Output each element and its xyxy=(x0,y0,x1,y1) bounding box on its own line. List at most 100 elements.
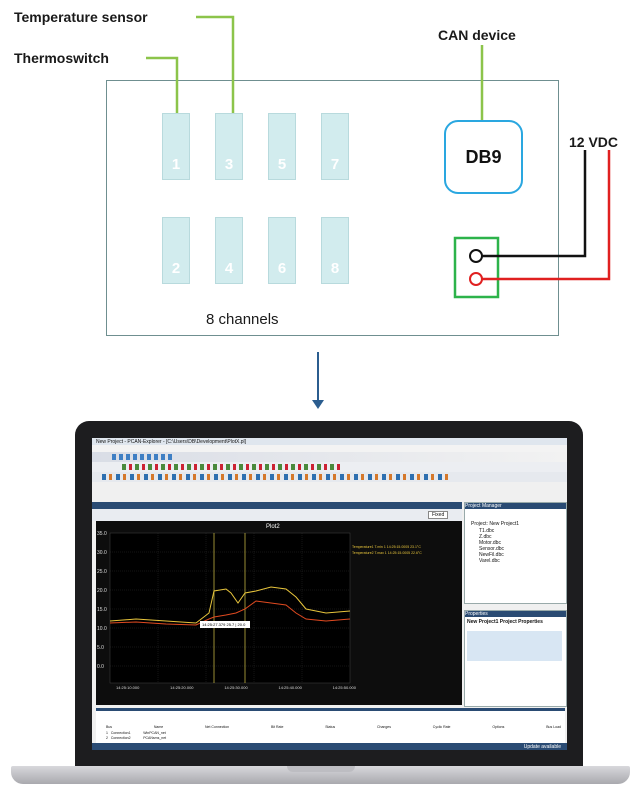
row-bus: 2 xyxy=(106,736,108,740)
channel-label: 8 xyxy=(330,260,340,277)
channel-label: 5 xyxy=(277,156,287,173)
project-root[interactable]: Project: New Project1 xyxy=(471,521,520,527)
x-tick-label: 14:25:40.000 xyxy=(278,685,302,690)
legend-entry-1: Temperature1 T.min 1 14:25:15.0005 23.1°… xyxy=(352,545,421,549)
plot-panel: Plot2 35.0 30.0 25.0 20.0 15.0 10.0 5.0 0.0 14:… xyxy=(96,521,462,705)
project-manager-panel: Project Manager Project: New Project1 T1… xyxy=(464,502,567,604)
channel-label: 6 xyxy=(277,260,287,277)
col-bus: Bus xyxy=(106,725,113,729)
cursor-readout: 14:25:27.379 25.7 | 20.0 xyxy=(202,622,246,627)
channel-label: 3 xyxy=(224,156,234,173)
channel-label: 2 xyxy=(171,260,181,277)
project-item[interactable]: Sensor.dbc xyxy=(479,546,505,552)
project-manager-header: Project Manager xyxy=(465,503,566,509)
row-net: PCANsms_net xyxy=(143,736,167,740)
channel-label: 7 xyxy=(330,156,340,173)
laptop-base xyxy=(11,766,630,784)
x-axis-labels: 14:25:10.000 14:25:20.000 14:25:30.000 1… xyxy=(116,685,356,690)
col-options: Options xyxy=(492,725,505,729)
row-bus: 1 xyxy=(106,731,108,735)
channel-6: 6 xyxy=(268,217,296,284)
connection-row-2[interactable]: 2 Connection2 PCANsms_net xyxy=(106,736,166,740)
series-temperature-2 xyxy=(109,600,351,626)
connections-panel: Bus Name Net Connection Bit Rate Status … xyxy=(96,708,565,743)
y-tick-label: 20.0 xyxy=(97,588,107,594)
col-name: Name xyxy=(153,725,164,729)
row-name: Connection1 xyxy=(110,731,131,735)
wire-black xyxy=(482,150,587,258)
channel-2: 2 xyxy=(162,217,190,284)
channel-label: 1 xyxy=(171,156,181,173)
y-tick-label: 35.0 xyxy=(97,531,107,537)
x-tick-label: 14:25:30.000 xyxy=(224,685,248,690)
channel-1: 1 xyxy=(162,113,190,180)
menu-bar[interactable] xyxy=(92,445,567,452)
project-item[interactable]: Z.dbc xyxy=(479,534,492,540)
row-name: Connection2 xyxy=(110,736,131,740)
series-temperature-1 xyxy=(109,586,351,624)
x-tick-label: 14:25:10.000 xyxy=(116,685,140,690)
channel-8: 8 xyxy=(321,217,349,284)
properties-header: Properties xyxy=(465,611,566,617)
toolbar-icons-3[interactable] xyxy=(102,474,452,480)
vdc-label: 12 VDC xyxy=(569,134,619,150)
plot-toolbar[interactable] xyxy=(92,509,462,521)
properties-panel: Properties New Project1 Project Properti… xyxy=(464,610,567,707)
channel-7: 7 xyxy=(321,113,349,180)
connections-header: Bus Name Net Connection Bit Rate Status … xyxy=(106,725,561,729)
channel-3: 3 xyxy=(215,113,243,180)
plot-canvas: 35.0 30.0 25.0 20.0 15.0 10.0 5.0 0.0 xyxy=(97,531,351,684)
col-bitrate: Bit Rate xyxy=(270,725,284,729)
laptop-screen: New Project - PCAN-Explorer - [C:\Users\… xyxy=(92,438,567,750)
y-tick-label: 5.0 xyxy=(97,645,104,651)
temperature-sensor-label: Temperature sensor xyxy=(14,9,148,25)
toolbar-icons[interactable] xyxy=(112,454,172,460)
project-item[interactable]: Varel.dbc xyxy=(479,558,500,564)
properties-row[interactable]: New Project1 Project Properties xyxy=(467,619,543,625)
terminal-positive xyxy=(469,272,483,286)
down-arrow-head xyxy=(312,400,324,409)
project-item[interactable]: Motor.dbc xyxy=(479,540,501,546)
power-terminal-block xyxy=(453,236,500,299)
project-item[interactable]: T1.dbc xyxy=(479,528,495,534)
y-tick-label: 30.0 xyxy=(97,550,107,556)
status-text[interactable]: Update available xyxy=(523,744,561,750)
y-axis-labels: 35.0 30.0 25.0 20.0 15.0 10.0 5.0 0.0 xyxy=(97,531,107,670)
temperature-sensor-lead xyxy=(196,15,235,113)
x-tick-label: 14:25:50.000 xyxy=(332,685,356,690)
y-tick-label: 25.0 xyxy=(97,569,107,575)
thermoswitch-lead xyxy=(146,56,179,113)
plot-title: Plot2 xyxy=(266,524,280,530)
document-tabs[interactable] xyxy=(92,502,462,509)
col-busload: Bus Load xyxy=(546,725,561,729)
channel-5: 5 xyxy=(268,113,296,180)
channels-label: 8 channels xyxy=(206,311,279,328)
thermoswitch-label: Thermoswitch xyxy=(14,50,109,66)
scale-dropdown[interactable]: Fixed xyxy=(428,511,449,519)
row-net: WinPCAN_net xyxy=(143,731,166,735)
can-device-label: CAN device xyxy=(438,27,516,43)
window-title: New Project - PCAN-Explorer - [C:\Users\… xyxy=(96,439,247,445)
channel-label: 4 xyxy=(224,260,234,277)
laptop-notch xyxy=(287,766,355,772)
toolbar-1[interactable] xyxy=(92,452,567,462)
status-bar: Update available xyxy=(92,743,567,750)
window-title-bar: New Project - PCAN-Explorer - [C:\Users\… xyxy=(92,438,567,445)
db9-connector: DB9 xyxy=(444,120,523,194)
col-net: Net Connection xyxy=(205,725,230,729)
x-tick-label: 14:25:20.000 xyxy=(170,685,194,690)
col-changes: Changes xyxy=(376,725,391,729)
y-tick-label: 10.0 xyxy=(97,626,107,632)
channel-4: 4 xyxy=(215,217,243,284)
connection-row-1[interactable]: 1 Connection1 WinPCAN_net xyxy=(106,731,166,735)
properties-grid xyxy=(467,631,562,661)
cursor-readout-box xyxy=(200,621,250,628)
y-tick-label: 15.0 xyxy=(97,607,107,613)
y-tick-label: 0.0 xyxy=(97,664,104,670)
wire-red xyxy=(482,150,611,281)
toolbar-icons-2[interactable] xyxy=(122,464,342,470)
legend-entry-2: Temperature2 T.max 1 14:25:15.0005 22.6°… xyxy=(352,551,422,555)
terminal-negative xyxy=(469,249,483,263)
project-item[interactable]: NewFil.dbc xyxy=(479,552,504,558)
